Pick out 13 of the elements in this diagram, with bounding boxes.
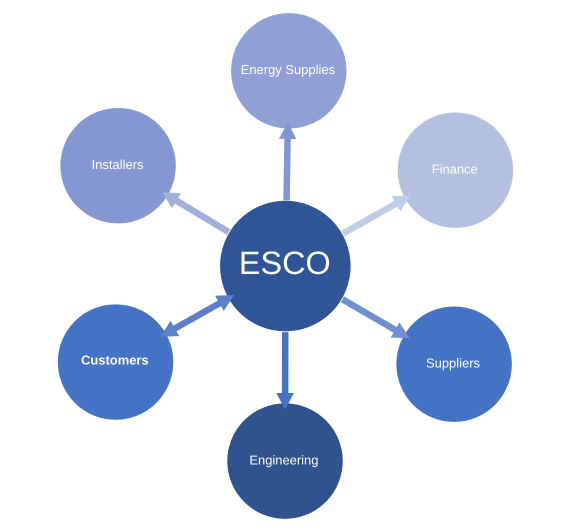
arrow xyxy=(278,122,296,200)
node-circle: Customers xyxy=(56,303,174,421)
node-circle: ESCO xyxy=(218,200,352,332)
arrow xyxy=(160,295,234,337)
arrow xyxy=(276,332,294,410)
node-circle: Finance xyxy=(396,111,514,229)
arrow xyxy=(162,192,230,235)
node-circle: Installers xyxy=(59,106,177,224)
arrow xyxy=(341,196,411,236)
node-circle: Suppliers xyxy=(395,305,513,423)
node-circle: Engineering xyxy=(226,402,344,520)
node-circle: Energy Supplies xyxy=(230,12,348,130)
arrow xyxy=(340,296,410,338)
